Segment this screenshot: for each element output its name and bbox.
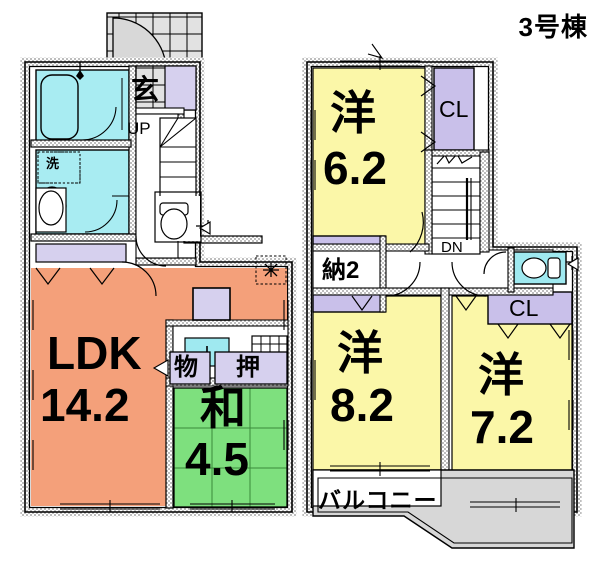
second-floor-interior-walls <box>312 65 554 509</box>
closet-boxes-1f <box>152 351 288 385</box>
room-label-yo1-name: 洋 <box>330 87 376 139</box>
room-label-washitsu-size: 4.5 <box>185 433 249 485</box>
entry-hall-storage <box>35 243 127 263</box>
window-marks-1f <box>196 220 211 236</box>
yoshitsu-62-room <box>312 67 426 249</box>
room-label-cl-right: CL <box>509 295 539 321</box>
room-label-yo3-size: 7.2 <box>470 401 534 453</box>
room-label-genkan: 玄 <box>131 74 160 105</box>
room-label-yo2-name: 洋 <box>337 327 383 379</box>
room-label-sen: 洗 <box>46 156 60 171</box>
second-floor-toilet <box>513 251 579 285</box>
bathroom-area <box>35 62 130 145</box>
washroom-area <box>35 149 130 235</box>
room-label-yo2-size: 8.2 <box>330 379 394 431</box>
doors-2f <box>351 75 571 340</box>
balcony <box>312 469 575 549</box>
entry-porch <box>106 12 203 67</box>
marker-label-up: UP <box>127 119 151 138</box>
room-label-oshi: 押 <box>236 354 260 381</box>
room-label-ldk-name: LDK <box>47 327 142 379</box>
room-label-mono: 物 <box>174 354 198 381</box>
marker-label-dn: DN <box>441 239 463 256</box>
ac-unit-icon-1f <box>255 255 287 285</box>
ldk-cabinet <box>192 287 231 321</box>
toilet-fixture-1f <box>156 196 200 241</box>
ldk-room <box>31 268 287 506</box>
genkan-area <box>135 65 197 115</box>
doors-1f <box>35 235 167 297</box>
window-ticks-2f <box>310 43 574 512</box>
room-label-cl-top: CL <box>439 96 469 122</box>
cl-closet-right <box>487 291 573 325</box>
washitsu-room <box>173 387 288 508</box>
page-title: 3号棟 <box>518 12 588 42</box>
window-ticks-1f <box>28 300 289 512</box>
room-label-washitsu-name: 和 <box>200 382 246 434</box>
room-label-ldk-size: 14.2 <box>40 379 130 431</box>
room-label-balcony: バルコニー <box>318 487 438 513</box>
cl-closet-top <box>433 67 475 151</box>
room-label-yo3-name: 洋 <box>478 349 524 401</box>
room-label-yo1-size: 6.2 <box>323 142 387 194</box>
wash-label-box <box>37 151 81 184</box>
room-label-nando: 納2 <box>322 257 360 284</box>
first-floor-wc-room <box>154 191 202 243</box>
